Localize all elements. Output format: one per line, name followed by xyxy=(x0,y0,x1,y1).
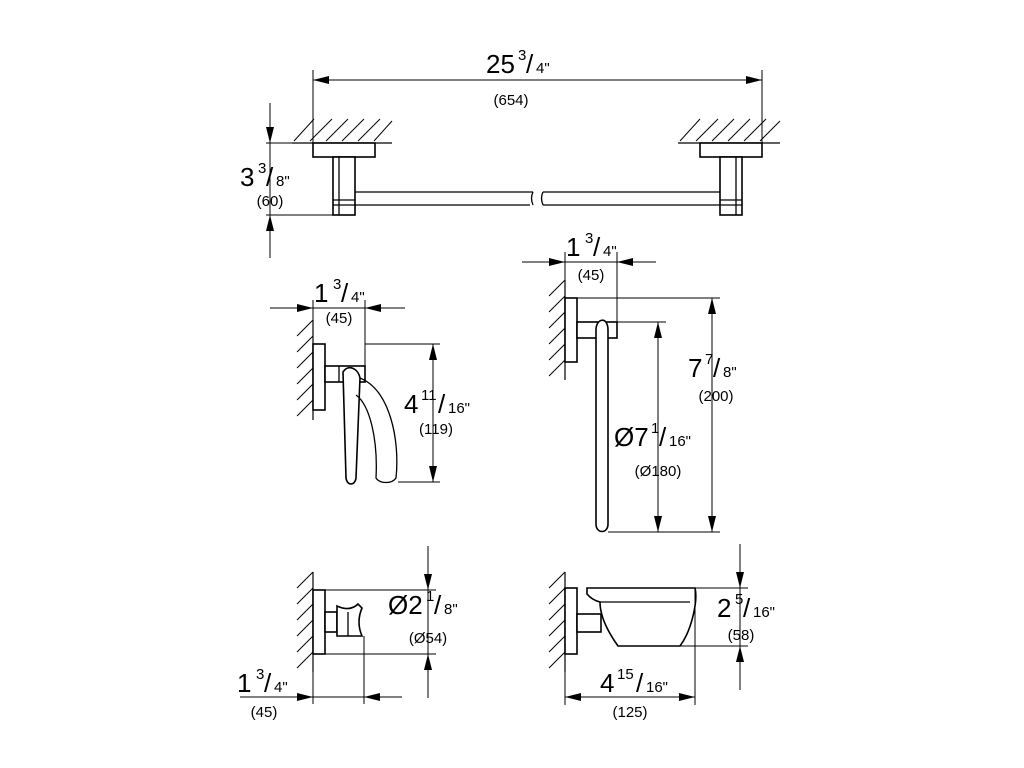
tissue-height-label: 4 11 / 16" (119) xyxy=(404,387,470,438)
soap-wall-plate xyxy=(564,587,578,655)
dim-numerator: 3 xyxy=(258,160,266,177)
right-bracket-post xyxy=(719,156,743,216)
dim-numerator: 3 xyxy=(585,230,593,247)
dim-numerator: 1 xyxy=(651,420,659,437)
ring-height-label: 7 7 / 8" (200) xyxy=(688,351,737,405)
dim-numerator: 3 xyxy=(256,666,264,683)
dim-whole: 4 xyxy=(404,389,418,419)
robe-hook-drawing xyxy=(240,546,436,704)
wall-hatch-hook xyxy=(296,571,314,669)
dim-whole: 4 xyxy=(600,668,614,698)
left-wall-plate xyxy=(312,142,376,158)
tissue-flap xyxy=(355,377,398,484)
dim-numerator: 5 xyxy=(735,591,743,608)
dim-slash: / xyxy=(438,389,446,419)
hook-head xyxy=(336,602,364,637)
dim-slash: / xyxy=(266,162,274,192)
soap-bowl xyxy=(586,587,697,647)
tissue-projection-label: 1 3 / 4" (45) xyxy=(314,276,365,327)
dim-mm: (654) xyxy=(493,92,528,109)
wall-hatch-tissue xyxy=(296,319,314,417)
bar-right-segment xyxy=(543,191,720,206)
dim-slash: / xyxy=(434,590,442,620)
dim-slash: / xyxy=(264,668,272,698)
dim-slash: / xyxy=(526,49,534,79)
dim-numerator: 15 xyxy=(617,666,634,683)
dim-whole: Ø7 xyxy=(614,422,649,452)
dim-mm: (125) xyxy=(612,704,647,721)
towel-bar-drawing xyxy=(266,70,781,258)
dim-whole: 25 xyxy=(486,49,515,79)
wall-hatch-soap xyxy=(548,571,566,669)
dim-slash: / xyxy=(593,232,601,262)
bar-left-segment xyxy=(355,191,533,206)
ring-wall-plate xyxy=(564,297,578,363)
dim-denominator: 4" xyxy=(536,60,550,77)
ring-projection-label: 1 3 / 4" (45) xyxy=(566,230,617,284)
ring-diameter-label: Ø7 1 / 16" (Ø180) xyxy=(614,420,691,480)
dim-numerator: 11 xyxy=(421,387,437,404)
towel-ring-drawing xyxy=(522,252,720,533)
tissue-holder-drawing xyxy=(270,300,440,485)
left-bracket-post xyxy=(332,156,356,216)
dim-denominator: 16" xyxy=(669,433,691,450)
dim-denominator: 16" xyxy=(753,604,775,621)
dim-denominator: 8" xyxy=(276,173,290,190)
tissue-arm xyxy=(342,366,361,485)
dim-slash: / xyxy=(713,353,721,383)
dim-mm: (Ø180) xyxy=(635,463,682,480)
dim-whole: 7 xyxy=(688,353,702,383)
dim-numerator: 1 xyxy=(426,588,434,605)
soap-dish-drawing xyxy=(548,544,748,705)
dim-numerator: 7 xyxy=(705,351,713,368)
dim-denominator: 8" xyxy=(723,364,737,381)
dim-mm: (45) xyxy=(326,310,353,327)
dim-numerator: 3 xyxy=(518,47,526,64)
dim-denominator: 4" xyxy=(603,243,617,260)
hook-wall-plate xyxy=(312,589,326,655)
dim-whole: 1 xyxy=(566,232,580,262)
hook-neck xyxy=(324,611,338,633)
wall-hatch-ring xyxy=(548,279,566,377)
dim-whole: 3 xyxy=(240,162,254,192)
soap-arm xyxy=(576,613,602,633)
right-wall-plate xyxy=(699,142,763,158)
dim-denominator: 4" xyxy=(274,679,288,696)
dim-numerator: 3 xyxy=(333,276,341,293)
dim-slash: / xyxy=(659,422,667,452)
wall-hatch-left xyxy=(292,118,393,144)
hook-diameter-label: Ø2 1 / 8" (Ø54) xyxy=(388,588,458,647)
hook-projection-label: 1 3 / 4" (45) xyxy=(237,666,288,721)
dim-denominator: 8" xyxy=(444,601,458,618)
dim-denominator: 4" xyxy=(351,289,365,306)
dim-whole: 1 xyxy=(314,278,328,308)
dim-mm: (Ø54) xyxy=(409,630,447,647)
wall-hatch-right xyxy=(678,118,781,144)
dim-mm: (60) xyxy=(257,193,284,210)
dim-whole: 2 xyxy=(717,593,731,623)
dim-whole: 1 xyxy=(237,668,251,698)
soap-width-label: 4 15 / 16" (125) xyxy=(600,666,668,721)
dim-denominator: 16" xyxy=(646,679,668,696)
tissue-wall-plate xyxy=(312,343,326,411)
dim-denominator: 16" xyxy=(448,400,470,417)
dim-whole: Ø2 xyxy=(388,590,423,620)
dim-mm: (45) xyxy=(251,704,278,721)
ring-loop xyxy=(595,319,609,533)
dim-slash: / xyxy=(743,593,751,623)
dim-slash: / xyxy=(341,278,349,308)
dim-mm: (119) xyxy=(419,421,453,438)
dim-mm: (45) xyxy=(578,267,605,284)
dim-mm: (200) xyxy=(698,388,733,405)
soap-height-label: 2 5 / 16" (58) xyxy=(717,591,775,644)
towel-bar-projection-label: 3 3 / 8" (60) xyxy=(240,160,290,210)
towel-bar-length-label: 25 3 / 4" (654) xyxy=(486,47,550,109)
dim-slash: / xyxy=(636,668,644,698)
dim-mm: (58) xyxy=(728,627,755,644)
